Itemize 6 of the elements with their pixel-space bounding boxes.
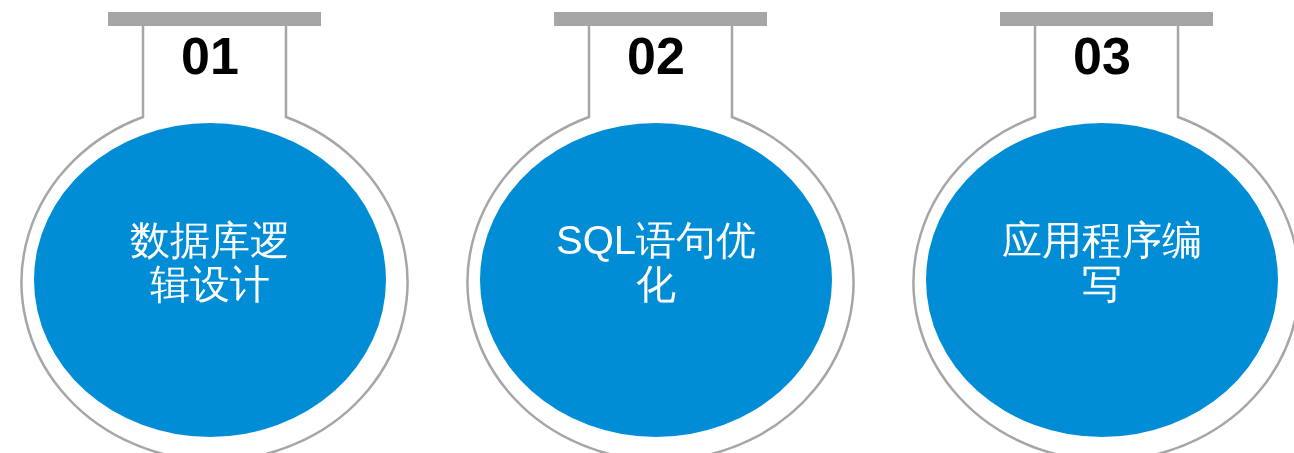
step-label: 应用程序编写	[1001, 218, 1203, 306]
step-number: 03	[1072, 28, 1132, 84]
step-number: 02	[626, 28, 686, 84]
step-number: 01	[180, 28, 240, 84]
step-label: 数据库逻辑设计	[129, 218, 291, 306]
step-label: SQL语句优化	[554, 218, 757, 306]
